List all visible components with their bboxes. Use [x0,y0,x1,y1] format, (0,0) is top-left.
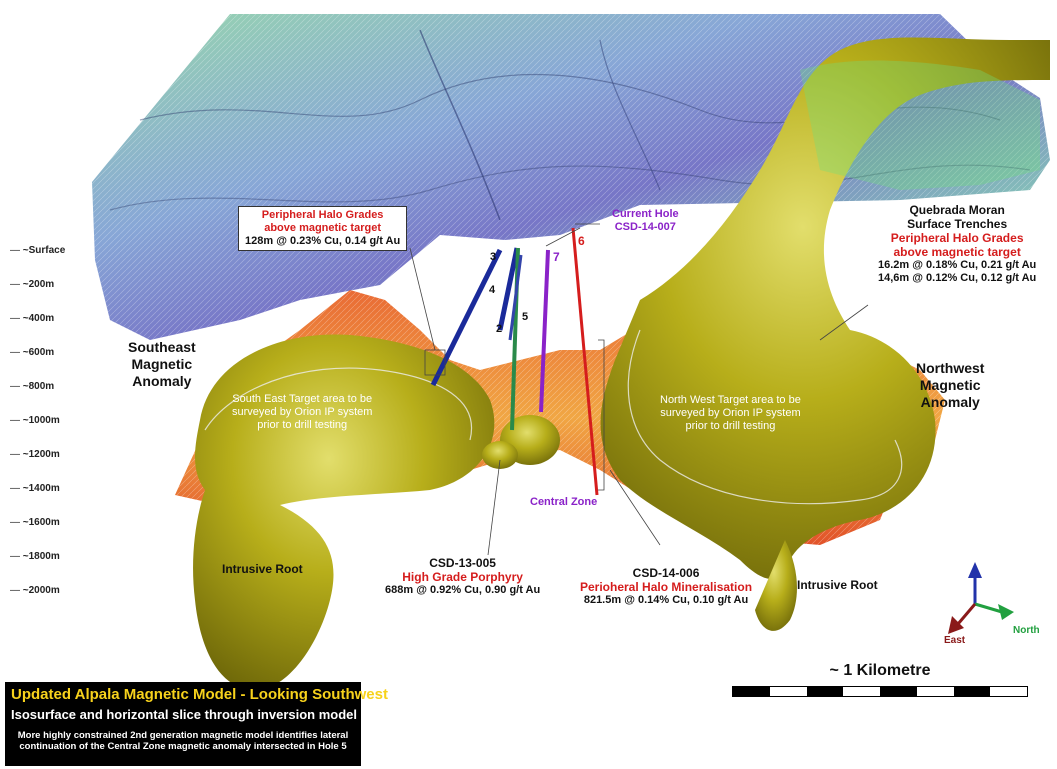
southeast-anomaly-label: Southeast Magnetic Anomaly [128,339,196,390]
depth-tick: ~200m [10,279,54,290]
hole-number-7: 7 [553,250,560,264]
depth-tick: ~1400m [10,483,60,494]
legend-title: Updated Alpala Magnetic Model - Looking … [11,686,388,703]
callout-value: 688m @ 0.92% Cu, 0.90 g/t Au [385,584,540,597]
hole-number-2: 2 [496,323,502,336]
intrusive-root-right-label: Intrusive Root [797,578,878,592]
northwest-anomaly-label: Northwest Magnetic Anomaly [916,360,984,411]
north-west-target-label: North West Target area to be surveyed by… [660,394,801,433]
depth-tick: ~800m [10,381,54,392]
drill-hole-3 [433,250,500,385]
compass-rose [948,562,1014,634]
depth-tick: ~1600m [10,517,60,528]
csd-14-006-callout: CSD-14-006 Perioheral Halo Mineralisatio… [580,566,752,607]
callout-value: 16.2m @ 0.18% Cu, 0.21 g/t Au [878,259,1036,272]
depth-tick: ~2000m [10,585,60,596]
compass-north-label: North [1013,625,1040,637]
callout-title: Current Hole [612,208,679,221]
hole-number-3: 3 [490,251,496,264]
callout-id: CSD-14-006 [580,566,752,580]
central-zone-lobe [482,441,518,469]
depth-tick: ~1200m [10,449,60,460]
compass-east-label: East [944,635,965,647]
hole-number-6: 6 [578,234,585,248]
legend-subtitle: Isosurface and horizontal slice through … [11,707,357,722]
depth-tick: ~600m [10,347,54,358]
quebrada-moran-callout: Quebrada Moran Surface Trenches Peripher… [878,203,1036,285]
callout-subtitle: Perioheral Halo Mineralisation [580,580,752,594]
callout-title: Peripheral Halo Grades above magnetic ta… [245,209,400,235]
southeast-isosurface [193,334,494,690]
depth-tick: ~Surface [10,245,65,256]
callout-value: 821.5m @ 0.14% Cu, 0.10 g/t Au [580,594,752,607]
south-east-target-label: South East Target area to be surveyed by… [232,393,372,432]
depth-tick: ~400m [10,313,54,324]
scale-bar: ~ 1 Kilometre [732,662,1028,697]
intrusive-root-left-label: Intrusive Root [222,562,303,576]
callout-subtitle: High Grade Porphyry [385,570,540,584]
callout-id: CSD-13-005 [385,556,540,570]
scale-bar-label: ~ 1 Kilometre [732,662,1028,680]
callout-id: CSD-14-007 [612,221,679,234]
current-hole-callout: Current Hole CSD-14-007 [612,208,679,234]
scale-bar-graphic [732,686,1028,697]
callout-subtitle: Peripheral Halo Grades above magnetic ta… [878,231,1036,259]
depth-tick: ~1800m [10,551,60,562]
hole-number-5: 5 [522,311,528,324]
callout-title: Quebrada Moran Surface Trenches [878,203,1036,231]
legend-note: More highly constrained 2nd generation m… [11,730,355,752]
peripheral-halo-callout: Peripheral Halo Grades above magnetic ta… [238,206,407,251]
callout-value: 128m @ 0.23% Cu, 0.14 g/t Au [245,235,400,248]
csd-13-005-callout: CSD-13-005 High Grade Porphyry 688m @ 0.… [385,556,540,597]
hole-number-4: 4 [489,284,495,297]
central-zone-label: Central Zone [530,496,597,509]
depth-tick: ~1000m [10,415,60,426]
callout-value: 14,6m @ 0.12% Cu, 0.12 g/t Au [878,272,1036,285]
title-legend: Updated Alpala Magnetic Model - Looking … [5,682,361,766]
